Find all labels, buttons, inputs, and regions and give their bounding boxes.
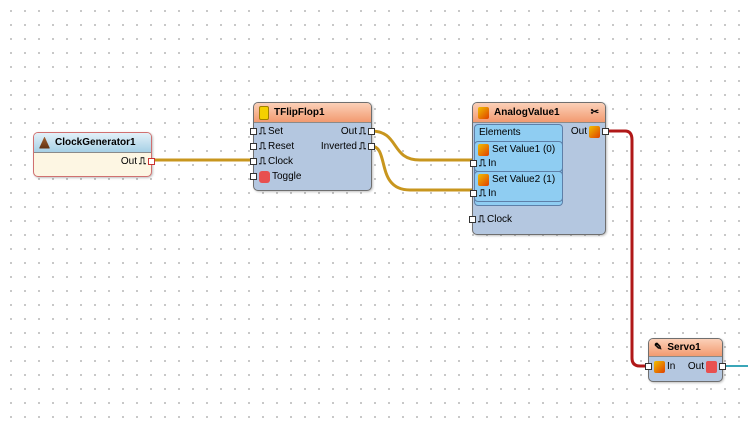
- out-label: Out: [687, 361, 704, 372]
- clock-pin[interactable]: [469, 216, 476, 223]
- clock-generator-node[interactable]: ClockGenerator1 Out⎍: [33, 132, 155, 177]
- reset-label: Reset: [268, 141, 295, 152]
- servo-icon: ✎: [654, 342, 663, 353]
- wire-tff-inverted-to-set2[interactable]: [370, 144, 472, 192]
- pulse-icon: ⎍: [359, 141, 366, 152]
- wire-analog-to-servo[interactable]: [605, 129, 648, 368]
- pulse-icon: ⎍: [139, 156, 146, 167]
- pulse-icon: ⎍: [479, 188, 486, 199]
- inverted-pin[interactable]: [368, 143, 375, 150]
- in-label: In: [488, 188, 497, 199]
- node-title: ClockGenerator1: [55, 137, 136, 148]
- servo-node[interactable]: ✎ Servo1 In Out: [645, 338, 726, 382]
- pulse-icon: ⎍: [259, 141, 266, 152]
- analog-icon: [654, 360, 665, 373]
- set-label: Set: [268, 126, 284, 137]
- pulse-icon: ⎍: [259, 126, 266, 137]
- analog-icon: [478, 143, 489, 156]
- wire-tff-out-to-set1[interactable]: [370, 129, 472, 162]
- out-label: Out: [570, 126, 587, 137]
- analog-icon: [478, 173, 489, 186]
- in-pin[interactable]: [470, 160, 477, 167]
- set-pin[interactable]: [250, 128, 257, 135]
- out-pin[interactable]: [368, 128, 375, 135]
- reset-pin[interactable]: [250, 143, 257, 150]
- toggle-pin[interactable]: [250, 173, 257, 180]
- in-pin[interactable]: [470, 190, 477, 197]
- analog-value-node[interactable]: AnalogValue1✂ Elements Set Value1 (0) ⎍I…: [469, 102, 609, 235]
- clock-pin[interactable]: [250, 158, 257, 165]
- element-name: Set Value1 (0): [492, 144, 556, 155]
- element-name: Set Value2 (1): [492, 174, 556, 185]
- in-label: In: [488, 158, 497, 169]
- elements-panel[interactable]: Elements Set Value1 (0) ⎍In Set Value2 (…: [470, 124, 563, 206]
- out-label: Out: [340, 126, 357, 137]
- tools-icon[interactable]: ✂: [590, 107, 599, 118]
- out-pin[interactable]: [602, 128, 609, 135]
- clock-label: Clock: [268, 156, 294, 167]
- toggle-label: Toggle: [272, 171, 302, 182]
- metronome-icon: [39, 136, 50, 149]
- node-title: AnalogValue1: [494, 107, 560, 118]
- in-label: In: [667, 361, 676, 372]
- toggle-icon: [259, 170, 270, 183]
- in-pin[interactable]: [645, 363, 652, 370]
- pulse-icon: ⎍: [359, 126, 366, 137]
- elements-label: Elements: [479, 127, 521, 138]
- servo-out-icon: [706, 360, 717, 373]
- pulse-icon: ⎍: [479, 158, 486, 169]
- flipflop-icon: [259, 105, 269, 120]
- tflipflop-node[interactable]: TFlipFlop1 ⎍Set ⎍Reset ⎍Clock Toggle Out…: [250, 102, 375, 191]
- node-title: Servo1: [667, 342, 701, 353]
- pulse-icon: ⎍: [478, 214, 485, 225]
- out-pin[interactable]: [719, 363, 726, 370]
- element-set-value2[interactable]: Set Value2 (1) ⎍In: [470, 171, 563, 202]
- out-pin-label: Out: [120, 156, 137, 167]
- analog-icon: [478, 106, 489, 119]
- element-set-value1[interactable]: Set Value1 (0) ⎍In: [470, 141, 563, 172]
- analog-icon: [589, 125, 600, 138]
- pulse-icon: ⎍: [259, 156, 266, 167]
- inverted-label: Inverted: [320, 141, 357, 152]
- clock-label: Clock: [487, 214, 513, 225]
- node-title: TFlipFlop1: [274, 107, 325, 118]
- out-pin[interactable]: [148, 158, 155, 165]
